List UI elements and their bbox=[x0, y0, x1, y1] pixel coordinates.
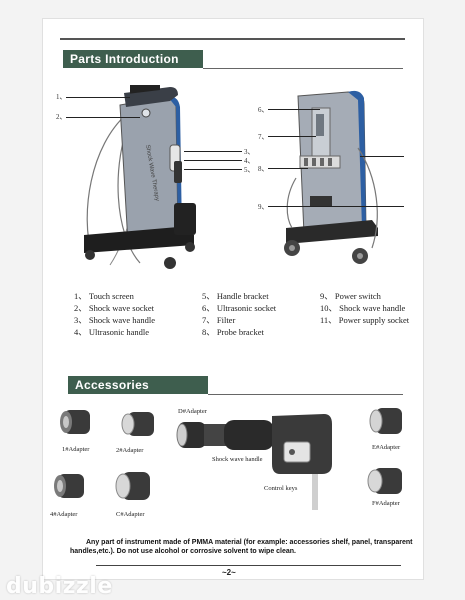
part-item: 11、 Power supply socket bbox=[320, 315, 410, 325]
part-item: 7、 Filter bbox=[202, 315, 236, 325]
parts-list-col3: 9、 Power switch 10、 Shock wave handle 11… bbox=[320, 290, 409, 326]
part-item: 10、 Shock wave handle bbox=[320, 303, 406, 313]
callout-10-line bbox=[360, 156, 404, 157]
adapter-f-label: F#Adapter bbox=[372, 500, 400, 507]
callout-6: 6、 bbox=[258, 106, 269, 114]
parts-introduction-heading: Parts Introduction bbox=[63, 50, 203, 68]
top-rule bbox=[60, 38, 405, 40]
accessories-heading: Accessories bbox=[68, 376, 208, 394]
callout-5: 5、 bbox=[244, 166, 255, 174]
adapter-f-image bbox=[367, 468, 402, 494]
callout-9: 9、 bbox=[258, 203, 269, 211]
parts-list-col2: 5、 Handle bracket 6、 Ultrasonic socket 7… bbox=[202, 290, 276, 338]
part-item: 9、 Power switch bbox=[320, 291, 381, 301]
page-number: ~2~ bbox=[222, 568, 236, 577]
adapter-1-image bbox=[60, 410, 90, 434]
device-front-illustration: Shock Wave Therapy bbox=[84, 85, 196, 269]
adapter-c-image bbox=[115, 472, 150, 500]
part-item: 8、 Probe bracket bbox=[202, 327, 264, 337]
part-item: 4、 Ultrasonic handle bbox=[74, 327, 150, 337]
callout-8-line bbox=[268, 168, 308, 169]
callout-3: 3、 bbox=[244, 148, 255, 156]
adapter-d-label: D#Adapter bbox=[178, 408, 207, 415]
callout-5-line bbox=[184, 169, 242, 170]
adapter-1-label: 1#Adapter bbox=[62, 446, 90, 453]
adapter-c-label: C#Adapter bbox=[116, 511, 145, 518]
accessories-heading-rule bbox=[208, 394, 403, 395]
adapter-2-image bbox=[121, 412, 154, 436]
parts-list-col1: 1、 Touch screen 2、 Shock wave socket 3、 … bbox=[74, 290, 155, 338]
part-item: 1、 Touch screen bbox=[74, 291, 134, 301]
callout-1: 1、 bbox=[56, 93, 67, 101]
callout-4-line bbox=[184, 160, 242, 161]
dubizzle-watermark: dubizzle bbox=[6, 574, 113, 599]
callout-9-line bbox=[268, 206, 404, 207]
callout-7-line bbox=[268, 136, 316, 137]
callout-3-line bbox=[184, 151, 242, 152]
adapter-e-label: E#Adapter bbox=[372, 444, 401, 451]
device-back-illustration bbox=[284, 90, 378, 264]
adapter-4-image bbox=[54, 474, 84, 498]
callout-2: 2、 bbox=[56, 113, 67, 121]
callout-4: 4、 bbox=[244, 157, 255, 165]
part-item: 2、 Shock wave socket bbox=[74, 303, 155, 313]
part-item: 6、 Ultrasonic socket bbox=[202, 303, 277, 313]
part-item: 5、 Handle bracket bbox=[202, 291, 269, 301]
shock-wave-handle-label: Shock wave handle bbox=[212, 456, 263, 463]
adapter-e-image bbox=[369, 408, 402, 434]
control-keys-label: Control keys bbox=[264, 485, 298, 492]
part-item: 3、 Shock wave handle bbox=[74, 315, 155, 325]
parts-heading-rule bbox=[203, 68, 403, 69]
adapter-2-label: 2#Adapter bbox=[116, 447, 144, 454]
callout-6-line bbox=[268, 109, 320, 110]
adapter-4-label: 4#Adapter bbox=[50, 511, 78, 518]
pmma-warning-note: Any part of instrument made of PMMA mate… bbox=[70, 539, 413, 555]
callout-1-line bbox=[66, 97, 130, 98]
shock-wave-handle-image bbox=[176, 414, 332, 510]
bottom-rule bbox=[96, 565, 401, 566]
callout-7: 7、 bbox=[258, 133, 269, 141]
callout-8: 8、 bbox=[258, 165, 269, 173]
callout-2-line bbox=[66, 117, 140, 118]
